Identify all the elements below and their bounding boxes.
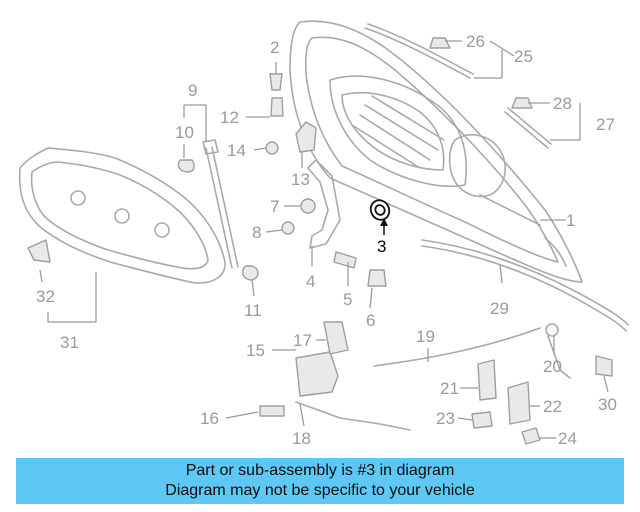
banner-line-2: Diagram may not be specific to your vehi… bbox=[165, 482, 475, 499]
callout-21: 21 bbox=[440, 379, 459, 398]
callout-labels: 1 2 3 4 5 6 7 8 9 10 11 12 13 14 15 16 1… bbox=[36, 32, 617, 448]
callout-15: 15 bbox=[246, 341, 265, 360]
callout-12: 12 bbox=[220, 108, 239, 127]
callout-14: 14 bbox=[227, 141, 246, 160]
callout-17: 17 bbox=[293, 331, 312, 350]
callout-7: 7 bbox=[270, 197, 279, 216]
callout-32: 32 bbox=[36, 287, 55, 306]
highlighted-part-3[interactable] bbox=[367, 197, 393, 235]
parts-diagram: 1 2 3 4 5 6 7 8 9 10 11 12 13 14 15 16 1… bbox=[18, 20, 629, 448]
callout-27: 27 bbox=[596, 115, 615, 134]
hood-panel bbox=[289, 20, 583, 283]
callout-19: 19 bbox=[416, 327, 435, 346]
callout-20: 20 bbox=[543, 357, 562, 376]
callout-29: 29 bbox=[490, 299, 509, 318]
callout-4: 4 bbox=[306, 272, 315, 291]
callout-8: 8 bbox=[252, 223, 261, 242]
banner-line-1: Part or sub-assembly is #3 in diagram bbox=[185, 462, 455, 479]
part-3-grommet bbox=[369, 199, 391, 221]
callout-13: 13 bbox=[291, 170, 310, 189]
callout-10: 10 bbox=[175, 123, 194, 142]
callout-18: 18 bbox=[292, 429, 311, 448]
callout-31: 31 bbox=[60, 333, 79, 352]
hood-hinge bbox=[295, 121, 341, 249]
callout-2: 2 bbox=[270, 38, 279, 57]
hood-support-strut bbox=[177, 139, 239, 269]
seals bbox=[364, 23, 629, 332]
callout-25: 25 bbox=[514, 47, 533, 66]
callout-11: 11 bbox=[244, 301, 262, 320]
callout-22: 22 bbox=[543, 397, 562, 416]
callout-1: 1 bbox=[566, 211, 575, 230]
callout-9: 9 bbox=[188, 81, 197, 100]
callout-16: 16 bbox=[200, 409, 219, 428]
latch-assembly bbox=[259, 321, 613, 445]
callout-28: 28 bbox=[553, 94, 572, 113]
callout-23: 23 bbox=[436, 409, 455, 428]
callout-30: 30 bbox=[598, 395, 617, 414]
callout-6: 6 bbox=[366, 311, 375, 330]
callout-3: 3 bbox=[377, 237, 386, 256]
callout-5: 5 bbox=[343, 290, 352, 309]
callout-24: 24 bbox=[558, 429, 577, 448]
fasteners bbox=[27, 37, 533, 287]
insulator-pad bbox=[18, 147, 226, 284]
leader-lines bbox=[39, 40, 609, 439]
info-banner: Part or sub-assembly is #3 in diagram Di… bbox=[16, 458, 624, 504]
callout-26: 26 bbox=[466, 32, 485, 51]
